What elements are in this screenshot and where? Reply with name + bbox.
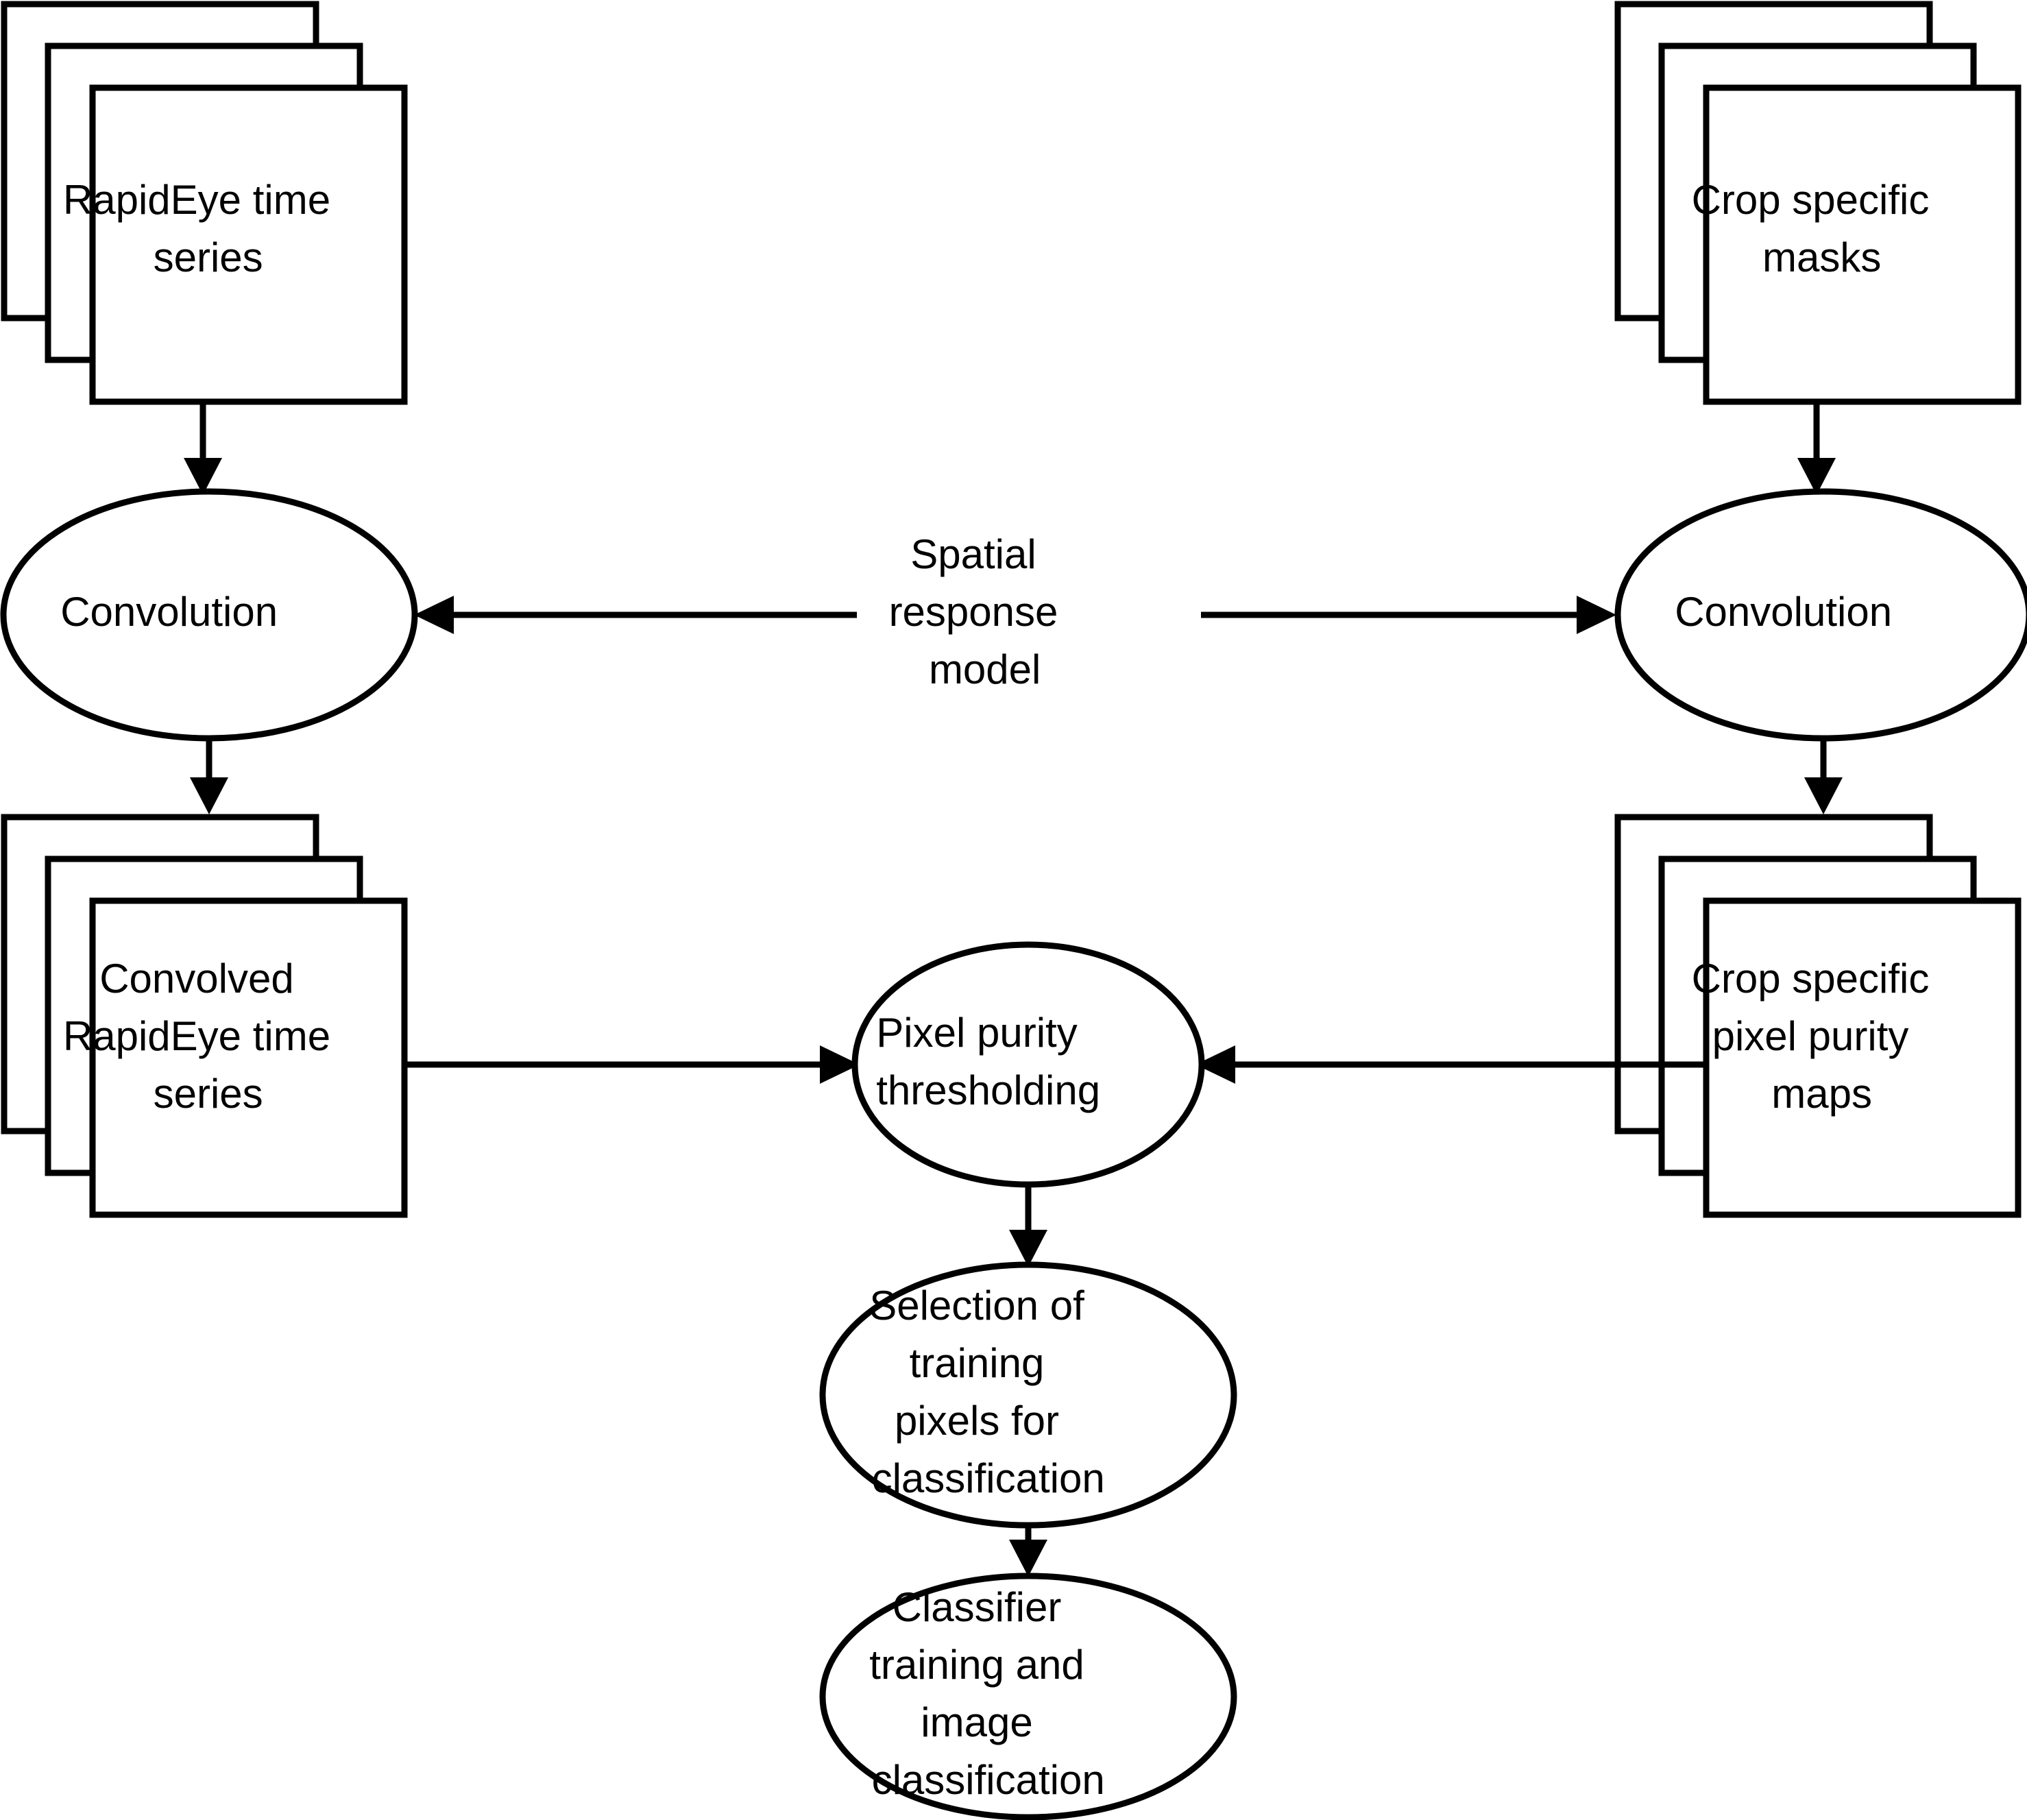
stack-layer-front (89, 897, 408, 1218)
stack-layer-front (1703, 84, 2022, 405)
node-label-line: classification (872, 1455, 1105, 1501)
node-label-line: Crop specific (1692, 956, 1930, 1002)
arrowhead-left-icon (1195, 1045, 1235, 1084)
node-label-line: Convolved (99, 956, 294, 1002)
node-label-line: Pixel purity (876, 1010, 1077, 1056)
edge-pixel-purity-to-selection (1009, 1185, 1047, 1267)
node-label-line: RapidEye time (63, 1013, 330, 1059)
node-label: Crop specific masks (1692, 177, 2027, 280)
node-label: Classifier training and image classifica… (869, 1584, 1187, 1803)
node-convolution-left[interactable]: Convolution (0, 488, 418, 742)
node-label: Pixel purity thresholding (876, 1010, 1180, 1113)
node-label-line: Convolution (60, 589, 278, 635)
arrowhead-left-icon (414, 596, 454, 634)
stack-layer-front (89, 84, 408, 405)
arrowhead-down-icon (1804, 777, 1843, 814)
node-label-line: series (154, 1071, 263, 1117)
node-classifier-training-and-image-classification[interactable]: Classifier training and image classifica… (819, 1573, 1237, 1820)
edge-convolved-series-to-pixel-purity (404, 1045, 860, 1084)
arrowhead-down-icon (184, 458, 222, 495)
node-label-line: Spatial (910, 531, 1036, 577)
arrowhead-right-icon (1577, 596, 1616, 634)
node-label: Crop specific pixel purity maps (1692, 956, 2027, 1117)
node-crop-specific-pixel-purity-maps[interactable]: Crop specific pixel purity maps (1614, 814, 2027, 1218)
arrowhead-down-icon (1009, 1230, 1047, 1267)
node-label-line: model (929, 646, 1041, 692)
node-label-line: Selection of (869, 1283, 1084, 1328)
node-label-line: RapidEye time (63, 177, 330, 223)
node-label-line: Classifier (893, 1584, 1062, 1630)
node-label-line: thresholding (876, 1067, 1100, 1113)
node-label-line: maps (1771, 1071, 1872, 1117)
edge-crop-masks-to-convolution-right (1797, 402, 1836, 495)
node-label-line: training and (869, 1642, 1084, 1688)
node-spatial-response-model: Spatial response model (889, 531, 1161, 692)
node-convolved-rapideye-time-series[interactable]: Convolved RapidEye time series (1, 814, 433, 1218)
arrowhead-down-icon (190, 777, 228, 814)
edge-selection-to-classifier-training (1009, 1525, 1047, 1577)
node-label-line: masks (1762, 234, 1881, 280)
node-label-line: pixels for (895, 1398, 1059, 1444)
edge-rapideye-to-convolution-left (184, 402, 222, 495)
arrowhead-down-icon (1797, 458, 1836, 495)
node-selection-of-training-pixels[interactable]: Selection of training pixels for classif… (819, 1261, 1237, 1529)
node-pixel-purity-thresholding[interactable]: Pixel purity thresholding (851, 941, 1205, 1188)
node-label-line: response (889, 589, 1058, 635)
node-label: Convolution (60, 589, 358, 635)
edge-spatial-model-to-convolution-left (414, 596, 857, 634)
edge-convolution-left-to-convolved-series (190, 738, 228, 814)
node-label-line: pixel purity (1712, 1013, 1909, 1059)
node-label-line: series (154, 234, 263, 280)
arrowhead-right-icon (820, 1045, 860, 1084)
node-rapideye-time-series[interactable]: RapidEye time series (1, 1, 433, 405)
node-label: Convolution (1675, 589, 1972, 635)
node-label: Selection of training pixels for classif… (869, 1283, 1187, 1501)
ellipse-shape (819, 1573, 1237, 1820)
node-label-line: Convolution (1675, 589, 1892, 635)
node-crop-specific-masks[interactable]: Crop specific masks (1614, 1, 2027, 405)
node-label: Convolved RapidEye time series (63, 956, 433, 1117)
edge-purity-maps-to-pixel-purity (1195, 1045, 1706, 1084)
edge-convolution-right-to-purity-maps (1804, 738, 1843, 814)
node-convolution-right[interactable]: Convolution (1614, 488, 2027, 742)
edge-spatial-model-to-convolution-right (1201, 596, 1616, 634)
node-label-line: classification (872, 1757, 1105, 1803)
arrowhead-down-icon (1009, 1540, 1047, 1577)
node-label-line: image (921, 1699, 1032, 1745)
stack-layer-front (1703, 897, 2022, 1218)
node-label-line: Crop specific (1692, 177, 1930, 223)
node-label: Spatial response model (889, 531, 1161, 692)
node-label-line: training (910, 1340, 1045, 1386)
node-label: RapidEye time series (63, 177, 433, 280)
